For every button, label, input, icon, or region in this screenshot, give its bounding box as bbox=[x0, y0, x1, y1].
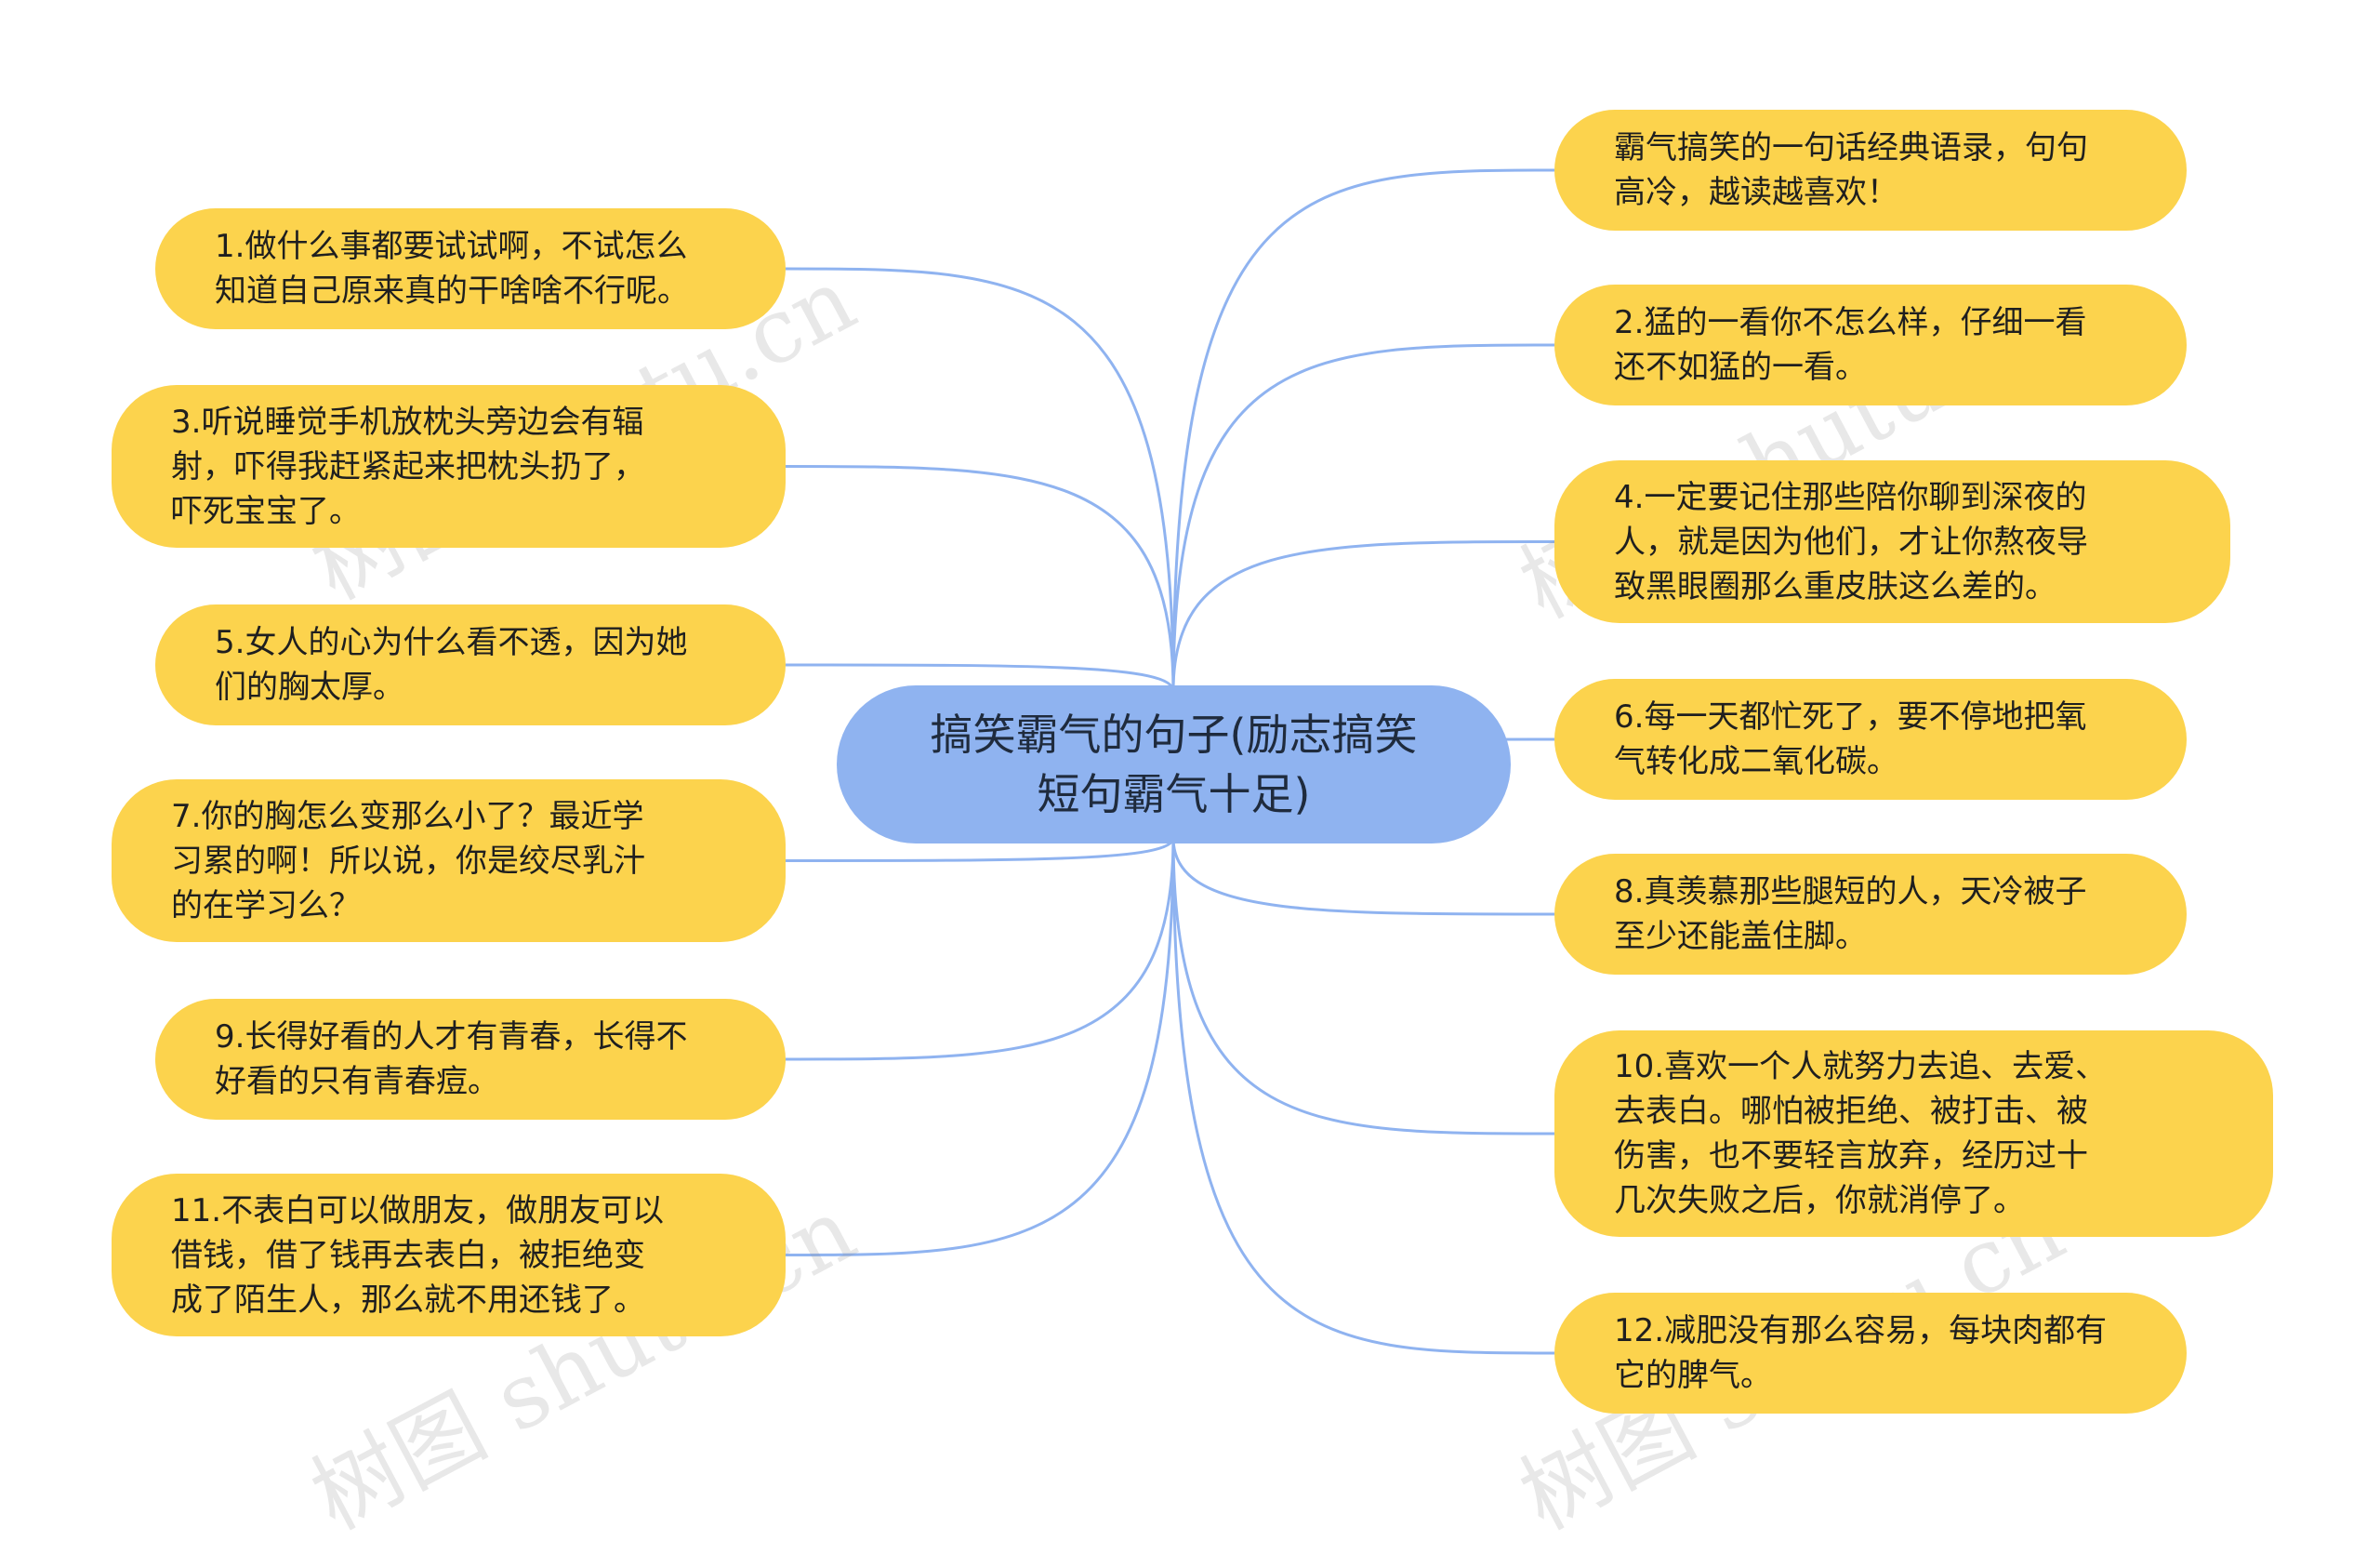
connector-line bbox=[1171, 343, 1555, 692]
topic-node-right[interactable]: 2.猛的一看你不怎么样，仔细一看 还不如猛的一看。 bbox=[1554, 285, 2187, 405]
connector-line bbox=[785, 267, 1175, 692]
central-topic[interactable]: 搞笑霸气的句子(励志搞笑 短句霸气十足) bbox=[837, 685, 1511, 843]
connector-line bbox=[1171, 837, 1555, 1136]
topic-node-right[interactable]: 6.每一天都忙死了，要不停地把氧 气转化成二氧化碳。 bbox=[1554, 679, 2187, 800]
topic-node-left[interactable]: 9.长得好看的人才有青春，长得不 好看的只有青春痘。 bbox=[155, 999, 786, 1120]
topic-node-right[interactable]: 10.喜欢一个人就努力去追、去爱、 去表白。哪怕被拒绝、被打击、被 伤害，也不要… bbox=[1554, 1030, 2273, 1237]
mind-map: 树图 shutu.cn 树图 shutu.cn 树图 shutu.cn 树图 s… bbox=[112, 110, 2273, 1549]
topic-node-left[interactable]: 7.你的胸怎么变那么小了？最近学 习累的啊！所以说，你是绞尽乳汁 的在学习么？ bbox=[112, 779, 786, 942]
topic-node-left[interactable]: 5.女人的心为什么看不透，因为她 们的胸太厚。 bbox=[155, 604, 786, 725]
edge-layer bbox=[785, 168, 1555, 1355]
topic-node-right[interactable]: 12.减肥没有那么容易，每块肉都有 它的脾气。 bbox=[1554, 1293, 2187, 1414]
connector-line bbox=[1171, 168, 1555, 692]
connector-line bbox=[785, 837, 1175, 1061]
topic-node-right[interactable]: 4.一定要记住那些陪你聊到深夜的 人，就是因为他们，才让你熬夜导 致黑眼圈那么重… bbox=[1554, 460, 2230, 623]
connector-line bbox=[785, 837, 1175, 1256]
connector-line bbox=[785, 663, 1175, 692]
topic-node-right[interactable]: 霸气搞笑的一句话经典语录，句句 高冷，越读越喜欢！ bbox=[1554, 110, 2187, 231]
topic-node-right[interactable]: 8.真羡慕那些腿短的人，天冷被子 至少还能盖住脚。 bbox=[1554, 854, 2187, 975]
topic-node-left[interactable]: 3.听说睡觉手机放枕头旁边会有辐 射，吓得我赶紧起来把枕头扔了， 吓死宝宝了。 bbox=[112, 385, 786, 548]
connector-line bbox=[1171, 837, 1555, 1355]
connector-line bbox=[1171, 837, 1555, 916]
connector-line bbox=[785, 837, 1175, 862]
connector-line bbox=[1171, 540, 1555, 692]
topic-node-left[interactable]: 1.做什么事都要试试啊，不试怎么 知道自己原来真的干啥啥不行呢。 bbox=[155, 208, 786, 329]
connector-line bbox=[785, 465, 1175, 692]
topic-node-left[interactable]: 11.不表白可以做朋友，做朋友可以 借钱，借了钱再去表白，被拒绝变 成了陌生人，… bbox=[112, 1174, 786, 1336]
